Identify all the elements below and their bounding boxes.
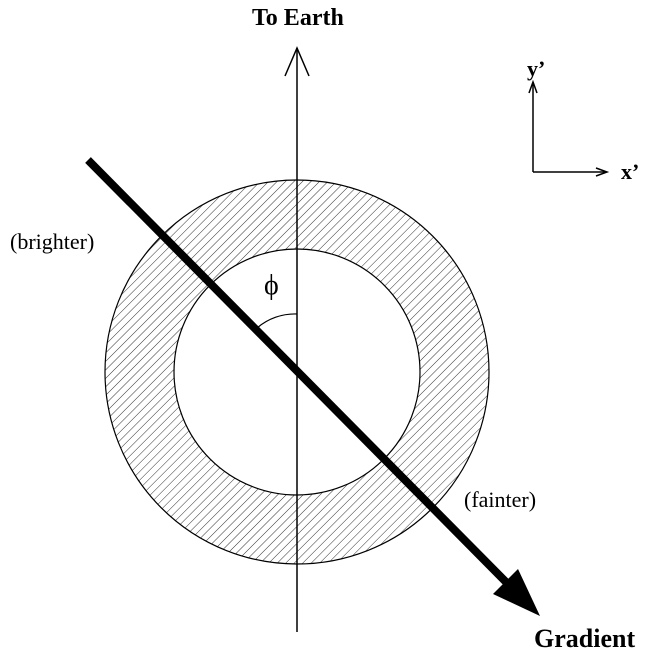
- y-prime-label: y’: [527, 56, 546, 81]
- fainter-label: (fainter): [464, 487, 537, 512]
- phi-label: ϕ: [264, 270, 279, 301]
- gradient-arrowhead: [493, 569, 540, 616]
- x-prime-label: x’: [621, 159, 640, 184]
- to-earth-label: To Earth: [252, 5, 344, 31]
- x-axis-arrowhead: [595, 167, 610, 177]
- brighter-label: (brighter): [10, 229, 95, 254]
- y-axis-arrowhead: [528, 79, 538, 94]
- angle-arc: [256, 313, 298, 329]
- earth-arrowhead: [284, 46, 310, 77]
- gradient-label: Gradient: [534, 624, 636, 653]
- gradient-arrow-shaft: [85, 157, 511, 587]
